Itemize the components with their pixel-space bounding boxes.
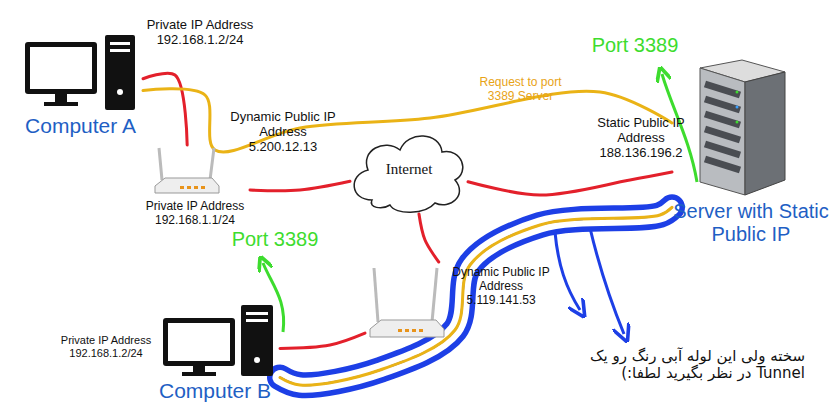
illustration-part: [187, 186, 191, 189]
network-link: [143, 73, 187, 145]
illustration-part: [159, 148, 162, 180]
illustration-part: [705, 129, 740, 140]
illustration-part: [182, 372, 216, 376]
illustration-part: [193, 366, 205, 372]
port-label: Port 3389: [220, 228, 330, 251]
illustration-part: [736, 91, 739, 94]
node-label: Internet: [350, 161, 468, 178]
computer-icon: [163, 305, 273, 376]
illustration-part: [398, 329, 402, 332]
node-label: Computer B: [150, 379, 280, 403]
network-link: [280, 333, 365, 348]
illustration-part: [405, 329, 409, 332]
illustration-part: [705, 84, 740, 95]
port-label: Port 3389: [580, 34, 690, 57]
connector-stroke: [250, 181, 350, 190]
illustration-part: [180, 186, 184, 189]
illustration-part: [374, 268, 378, 322]
illustration-part: [705, 144, 740, 155]
illustration-part: [55, 94, 67, 102]
illustration-part: [30, 47, 92, 89]
illustration-part: [370, 320, 444, 337]
illustration-part: [736, 106, 739, 109]
router-node: Dynamic Public IP Address 5.119.141.53: [365, 262, 560, 338]
connector-stroke: [143, 73, 187, 145]
ip-address-label: Static Public IP Address 188.136.196.2: [585, 116, 697, 161]
illustration-part: [246, 312, 268, 315]
illustration-part: [25, 42, 97, 94]
connector-stroke: [468, 172, 672, 195]
illustration-part: [700, 68, 745, 195]
illustration-part: [44, 102, 78, 106]
computer-icon: [25, 35, 135, 110]
illustration-part: [155, 178, 219, 193]
network-link: [468, 172, 672, 195]
illustration-part: [168, 323, 230, 361]
port-arrow: [263, 263, 284, 332]
connector-stroke: [419, 214, 439, 262]
server-node: Server with Static Public IP: [672, 62, 830, 252]
request-path: [143, 89, 672, 152]
ip-address-label: Dynamic Public IP Address 5.200.12.13: [228, 110, 338, 155]
illustration-part: [419, 329, 423, 332]
ip-address-label: Private IP Address 192.168.1.2/24: [50, 334, 162, 359]
connector-stroke: [280, 333, 365, 348]
illustration-part: [210, 148, 214, 180]
illustration-part: [163, 318, 235, 366]
illustration-part: [194, 186, 198, 189]
illustration-part: [705, 99, 740, 110]
illustration-part: [432, 268, 437, 322]
illustration-part: [201, 186, 205, 189]
network-link: [250, 181, 350, 190]
computer-node: Computer B: [150, 302, 280, 404]
ip-address-label: Private IP Address 192.168.1.2/24: [140, 18, 260, 48]
illustration-part: [110, 49, 130, 52]
node-label: Server with Static Public IP: [672, 200, 830, 246]
network-link: [419, 214, 439, 262]
illustration-part: [705, 159, 740, 170]
illustration-part: [705, 114, 740, 125]
node-label: Computer A: [18, 114, 143, 138]
illustration-part: [241, 305, 273, 376]
edge-label: Request to port 3389 Server: [468, 76, 573, 104]
illustration-part: [117, 89, 123, 95]
node-label: Dynamic Public IP Address 5.119.141.53: [445, 266, 557, 307]
tunnel-stroke: [555, 232, 580, 310]
cloud-node: Internet: [350, 128, 468, 214]
router-node: Private IP Address 192.168.1.1/24: [140, 145, 250, 235]
illustration-part: [254, 357, 260, 363]
node-label: Private IP Address 192.168.1.1/24: [140, 200, 250, 228]
computer-node: Computer A: [18, 32, 143, 140]
connector-stroke: [143, 89, 672, 152]
tunnel-stroke: [590, 228, 624, 334]
illustration-part: [246, 319, 268, 322]
router-icon: [155, 148, 219, 193]
illustration-part: [700, 60, 785, 82]
router-icon: [370, 268, 444, 337]
illustration-part: [736, 121, 739, 124]
illustration-part: [412, 329, 416, 332]
note-text: سخته ولی این لوله آبی رنگ رو یک Tunnel د…: [560, 348, 805, 383]
illustration-part: [110, 42, 130, 45]
illustration-part: [745, 72, 785, 195]
illustration-part: [105, 35, 135, 110]
server-icon: [700, 60, 785, 195]
